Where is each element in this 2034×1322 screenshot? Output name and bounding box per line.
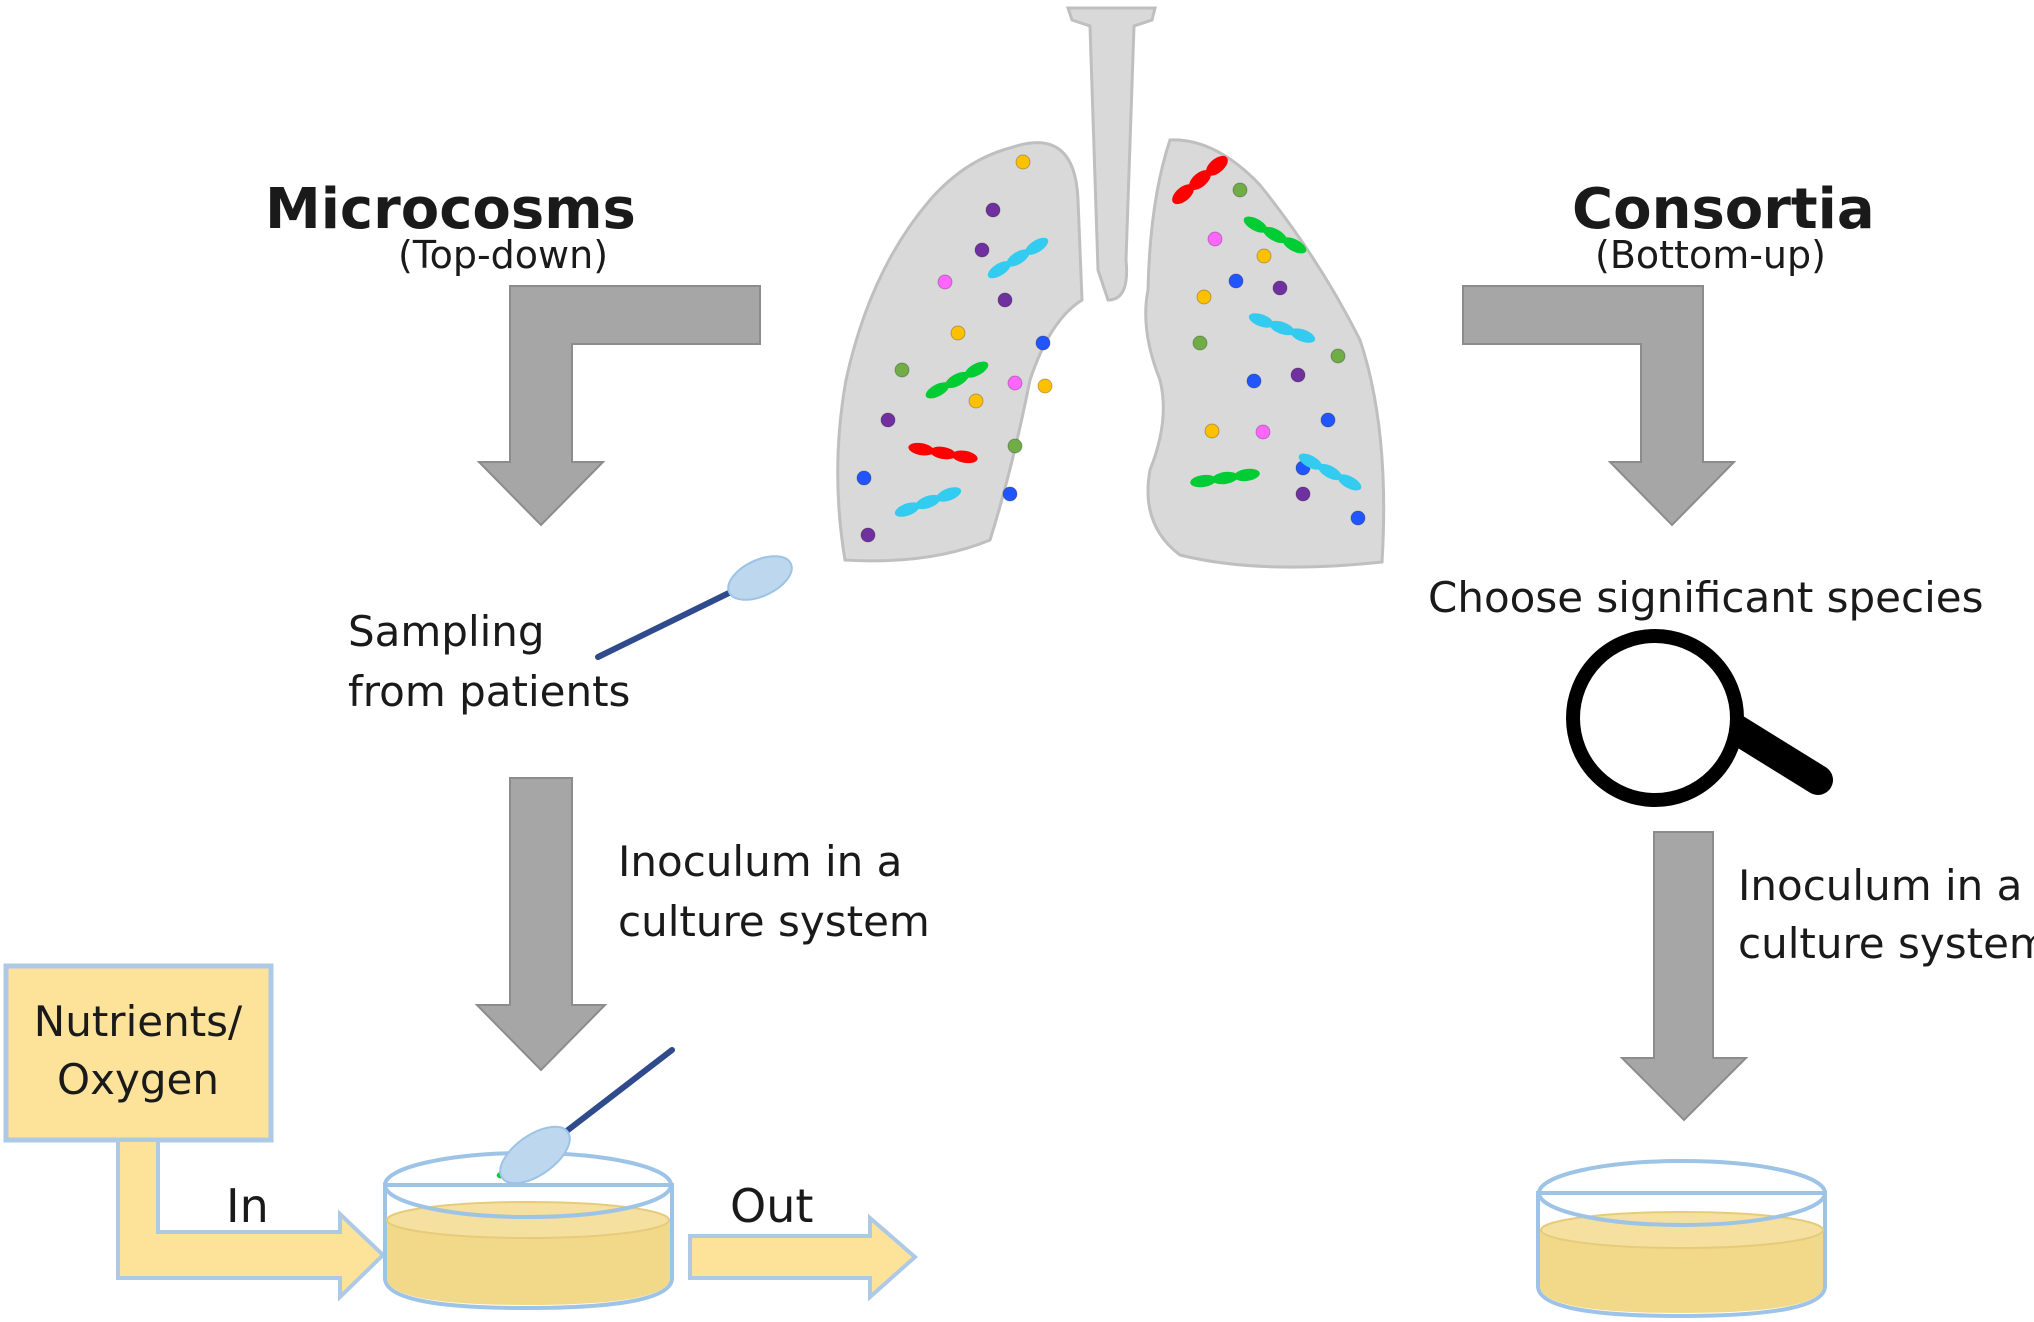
coccus-bacterium	[1246, 373, 1262, 389]
coccus-bacterium	[1007, 438, 1023, 454]
coccus-bacterium	[1037, 378, 1053, 394]
bacillus-chain-bacterium	[1298, 453, 1362, 491]
coccus-bacterium	[1290, 367, 1306, 383]
coccus-bacterium	[1204, 423, 1220, 439]
inoculum-swab-icon	[499, 1047, 675, 1185]
coccus-bacterium	[1320, 412, 1336, 428]
bacillus-chain-bacterium	[1243, 216, 1307, 254]
coccus-bacterium	[1256, 248, 1272, 264]
consortia-inoculum-label-line1: Inoculum in a	[1738, 861, 2022, 910]
coccus-bacterium	[1272, 280, 1288, 296]
inoculum-label-line1: Inoculum in a	[618, 837, 902, 886]
bacillus-chain-bacterium	[1248, 313, 1316, 343]
nutrients-box	[3, 963, 274, 1143]
consortia-title: Consortia	[1572, 177, 1875, 242]
swab-icon	[595, 555, 793, 660]
coccus-bacterium	[1007, 375, 1023, 391]
coccus-bacterium	[1232, 182, 1248, 198]
coccus-bacterium	[937, 274, 953, 290]
coccus-bacterium	[1015, 154, 1031, 170]
coccus-bacterium	[860, 527, 876, 543]
coccus-bacterium	[894, 362, 910, 378]
sampling-label-line2: from patients	[348, 667, 630, 716]
coccus-bacterium	[1002, 486, 1018, 502]
top-down-arrow-icon	[476, 285, 761, 527]
coccus-bacterium	[1228, 273, 1244, 289]
consortia-inoculum-label-line2: culture system	[1738, 919, 2034, 968]
out-arrow-icon	[688, 1213, 919, 1302]
bacillus-chain-bacterium	[1172, 155, 1228, 205]
lung-icon	[836, 6, 1386, 569]
microcosms-subtitle: (Top-down)	[398, 233, 608, 277]
coccus-bacterium	[968, 393, 984, 409]
consortia-petri-dish-icon	[1536, 1159, 1827, 1319]
magnifier-icon	[1566, 629, 1833, 807]
coccus-bacterium	[1350, 510, 1366, 526]
coccus-bacterium	[997, 292, 1013, 308]
out-label: Out	[730, 1179, 813, 1233]
coccus-bacterium	[1035, 335, 1051, 351]
coccus-bacterium	[950, 325, 966, 341]
bacillus-chain-bacterium	[925, 361, 989, 399]
coccus-bacterium	[880, 412, 896, 428]
coccus-bacterium	[856, 470, 872, 486]
inoculum-arrow-icon	[474, 777, 608, 1072]
coccus-bacterium	[985, 202, 1001, 218]
nutrients-label-line2: Oxygen	[57, 1055, 219, 1104]
bacillus-chain-bacterium	[1190, 468, 1260, 488]
coccus-bacterium	[1330, 348, 1346, 364]
in-arrow-icon	[116, 1138, 386, 1302]
inoculum-label-line2: culture system	[618, 897, 930, 946]
consortia-subtitle: (Bottom-up)	[1595, 233, 1826, 277]
bacillus-chain-bacterium	[908, 442, 978, 464]
coccus-bacterium	[1196, 289, 1212, 305]
consortia-inoculum-arrow-icon	[1619, 831, 1749, 1122]
coccus-bacterium	[1192, 335, 1208, 351]
sampling-label-line1: Sampling	[348, 607, 545, 656]
petri-dish-icon	[383, 1151, 674, 1311]
coccus-bacterium	[1255, 424, 1271, 440]
in-label: In	[226, 1179, 269, 1233]
bacillus-chain-bacterium	[894, 487, 962, 517]
coccus-bacterium	[1207, 231, 1223, 247]
nutrients-label-line1: Nutrients/	[34, 997, 243, 1046]
choose-species-label: Choose significant species	[1428, 573, 1984, 622]
bacillus-chain-bacterium	[987, 237, 1049, 279]
coccus-bacterium	[1295, 486, 1311, 502]
microcosms-title: Microcosms	[265, 177, 636, 242]
coccus-bacterium	[974, 242, 990, 258]
bottom-up-arrow-icon	[1462, 285, 1737, 527]
